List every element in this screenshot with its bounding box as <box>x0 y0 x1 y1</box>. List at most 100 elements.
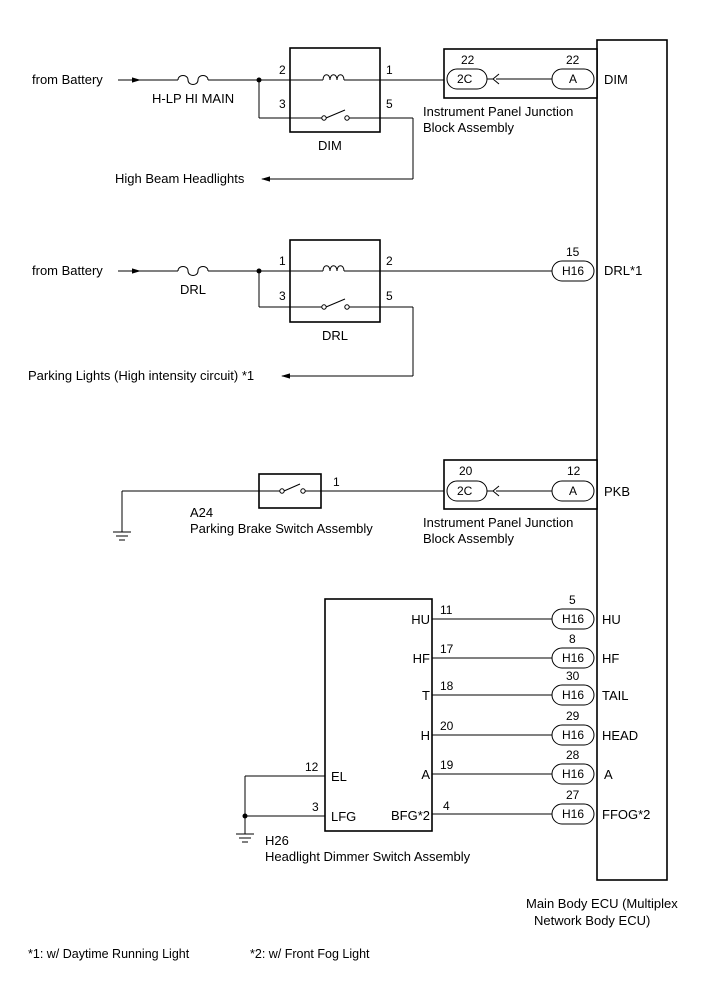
dimmer-right-term: HU <box>411 612 430 627</box>
ecu-pin: 15 <box>566 245 580 259</box>
footnote: *2: w/ Front Fog Light <box>250 947 370 961</box>
connector-h16-label: H16 <box>562 807 584 821</box>
dimmer-right-pin: 20 <box>440 719 454 733</box>
connector-h16 <box>551 763 595 785</box>
ecu-signal: HF <box>602 651 619 666</box>
dimmer-right-pin: 18 <box>440 679 454 693</box>
ipjb-pin: 20 <box>459 464 473 478</box>
ipjb-name-line2: Block Assembly <box>423 120 515 135</box>
connector-h16-label: H16 <box>562 651 584 665</box>
dimmer-right-term: BFG*2 <box>391 808 430 823</box>
dim-relay-pin: 5 <box>386 97 393 111</box>
connector-a-label: A <box>569 72 577 86</box>
headlight-dimmer-switch <box>324 598 433 832</box>
dimmer-left-term: EL <box>331 769 347 784</box>
dimmer-switch-name: Headlight Dimmer Switch Assembly <box>265 849 471 864</box>
connector-h16 <box>551 608 595 630</box>
fuse-h-lp-hi-main-label: H-LP HI MAIN <box>152 91 234 106</box>
ecu-signal-drl: DRL*1 <box>604 263 642 278</box>
ecu-pin: 29 <box>566 709 580 723</box>
dimmer-left-pin: 3 <box>312 800 319 814</box>
ipjb-name-line1: Instrument Panel Junction <box>423 515 573 530</box>
main-body-ecu <box>596 39 668 881</box>
ecu-pin: 27 <box>566 788 580 802</box>
fuse-h-lp-hi-main-icon <box>177 75 209 85</box>
parking-brake-circuit: 1 A24 Parking Brake Switch Assembly 2C A… <box>113 459 630 546</box>
drl-source-label: from Battery <box>32 263 103 278</box>
drl-relay-coil-icon <box>322 265 345 272</box>
ipjb-pin: 12 <box>567 464 581 478</box>
fuse-drl-icon <box>177 266 209 276</box>
ecu-name-line1: Main Body ECU (Multiplex <box>526 896 678 911</box>
ecu-pin: 30 <box>566 669 580 683</box>
connector-h16-label: H16 <box>562 767 584 781</box>
dimmer-right-pin: 11 <box>440 603 453 617</box>
connector-a-label: A <box>569 484 577 498</box>
parking-brake-contact-icon <box>283 483 301 492</box>
ground-icon <box>113 531 131 541</box>
ipjb-pin: 22 <box>566 53 580 67</box>
dim-relay-coil-icon <box>322 74 345 81</box>
parking-brake-code: A24 <box>190 505 213 520</box>
dimmer-right-pin: 19 <box>440 758 454 772</box>
connector-a <box>551 68 595 90</box>
ecu-signal: A <box>604 767 613 782</box>
drl-relay-pin: 5 <box>386 289 393 303</box>
dim-relay-pin: 3 <box>279 97 286 111</box>
parking-brake-name: Parking Brake Switch Assembly <box>190 521 373 536</box>
ecu-signal-dim: DIM <box>604 72 628 87</box>
connector-2c-label: 2C <box>457 72 473 86</box>
dimmer-right-term: HF <box>413 651 430 666</box>
dim-relay-circuit: from Battery H-LP HI MAIN 2 3 1 5 DIM Hi… <box>32 47 628 186</box>
drl-relay <box>289 239 381 323</box>
ecu-signal-pkb: PKB <box>604 484 630 499</box>
ipjb-name-line2: Block Assembly <box>423 531 515 546</box>
dimmer-right-pin: 17 <box>440 642 454 656</box>
ecu-signal: HU <box>602 612 621 627</box>
dimmer-row: HF 17 H16 8 HF <box>413 632 619 669</box>
dimmer-right-term: T <box>422 688 430 703</box>
dimmer-right-term: H <box>421 728 430 743</box>
connector-h16 <box>551 260 595 282</box>
dimmer-switch-circuit: 12 EL 3 LFG H26 Headlight Dimmer Switch … <box>236 593 650 864</box>
parking-brake-pin: 1 <box>333 475 340 489</box>
ground-icon <box>236 833 254 843</box>
dimmer-left-pin: 12 <box>305 760 319 774</box>
connector-h16-label: H16 <box>562 688 584 702</box>
connector-h16-label: H16 <box>562 264 584 278</box>
drl-relay-pin: 2 <box>386 254 393 268</box>
dim-relay-pin: 1 <box>386 63 393 77</box>
connector-h16 <box>551 647 595 669</box>
connector-h16-label: H16 <box>562 612 584 626</box>
drl-relay-contact-icon <box>325 298 346 308</box>
dimmer-right-term: A <box>421 767 430 782</box>
drl-relay-circuit: from Battery DRL 1 3 2 5 DRL Parking Lig… <box>28 239 642 383</box>
dimmer-left-term: LFG <box>331 809 356 824</box>
dimmer-row: H 20 H16 29 HEAD <box>421 709 638 746</box>
dim-relay-pin: 2 <box>279 63 286 77</box>
drl-relay-pin: 3 <box>279 289 286 303</box>
connector-h16 <box>551 724 595 746</box>
ipjb-name-line1: Instrument Panel Junction <box>423 104 573 119</box>
connector-2c-label: 2C <box>457 484 473 498</box>
fuse-drl-label: DRL <box>180 282 206 297</box>
dim-relay-label: DIM <box>318 138 342 153</box>
ecu-signal: FFOG*2 <box>602 807 650 822</box>
parking-lights-load-label: Parking Lights (High intensity circuit) … <box>28 368 254 383</box>
drl-relay-label: DRL <box>322 328 348 343</box>
connector-h16 <box>551 684 595 706</box>
ecu-pin: 28 <box>566 748 580 762</box>
ecu-signal: TAIL <box>602 688 629 703</box>
ipjb-dim-box <box>443 48 598 99</box>
ipjb-pin: 22 <box>461 53 475 67</box>
dimmer-row: T 18 H16 30 TAIL <box>422 669 629 706</box>
dim-source-label: from Battery <box>32 72 103 87</box>
connector-h16-label: H16 <box>562 728 584 742</box>
dimmer-switch-code: H26 <box>265 833 289 848</box>
dimmer-right-pin: 4 <box>443 799 450 813</box>
ecu-pin: 8 <box>569 632 576 646</box>
dimmer-row: HU 11 H16 5 HU <box>411 593 621 630</box>
footnote: *1: w/ Daytime Running Light <box>28 947 190 961</box>
connector-h16 <box>551 803 595 825</box>
